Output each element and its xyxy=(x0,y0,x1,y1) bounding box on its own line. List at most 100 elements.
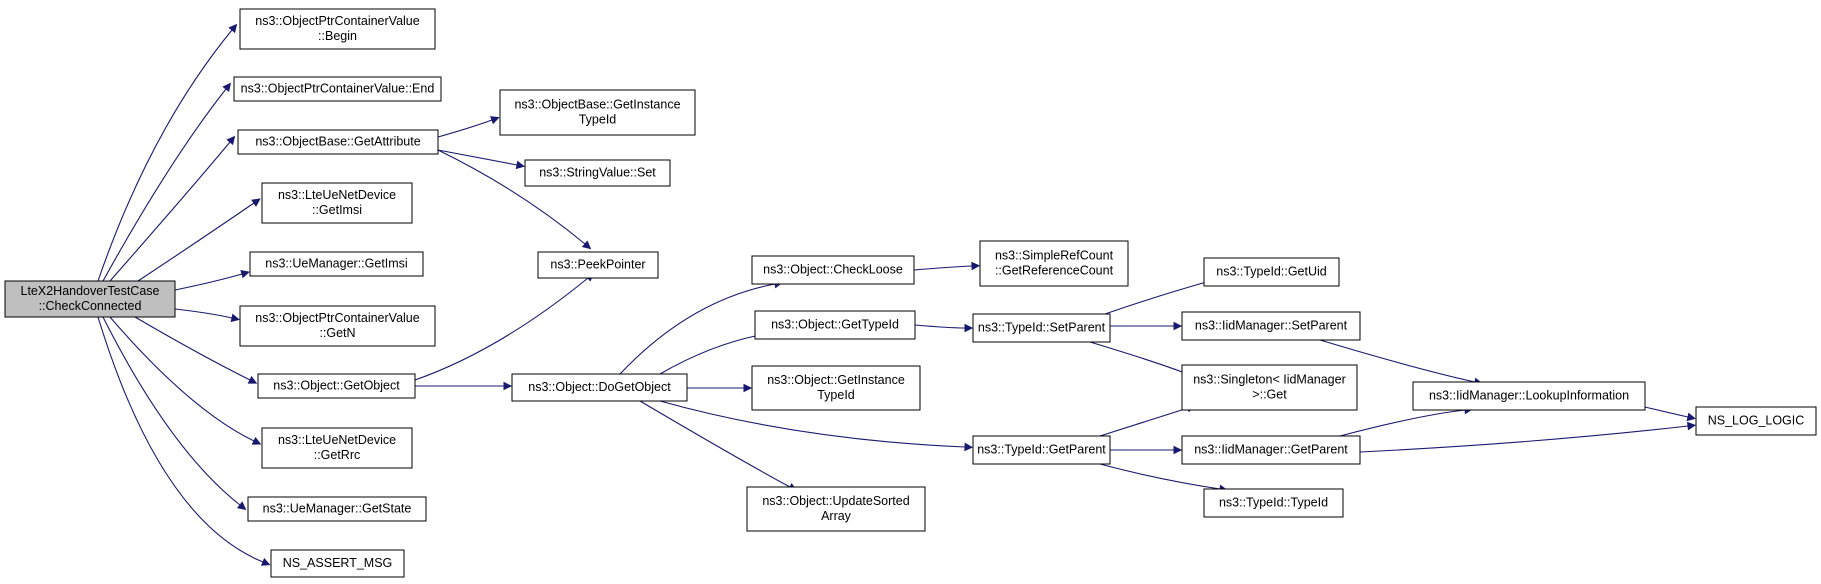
node-label: ns3::TypeId::GetParent xyxy=(977,443,1106,457)
edge-line xyxy=(1339,409,1466,437)
edge-line xyxy=(1099,407,1189,437)
edge-line xyxy=(913,265,973,271)
node-iidget[interactable]: ns3::IidManager::GetParent xyxy=(1181,435,1361,465)
edge-root-to-getattr xyxy=(109,135,236,282)
node-getparent[interactable]: ns3::TypeId::GetParent xyxy=(972,435,1111,465)
edges xyxy=(97,23,1697,566)
node-box xyxy=(1181,435,1361,465)
edge-root-to-assert xyxy=(97,316,271,566)
node-label: ns3::StringValue::Set xyxy=(539,166,656,180)
node-imsi1[interactable]: ns3::LteUeNetDevice::GetImsi xyxy=(261,182,413,224)
arrowhead-icon xyxy=(964,442,974,452)
node-refcount[interactable]: ns3::SimpleRefCount::GetReferenceCount xyxy=(979,240,1129,287)
node-box xyxy=(1203,257,1340,287)
edge-line xyxy=(1644,406,1689,418)
arrowhead-icon xyxy=(240,269,250,279)
node-label: ::GetImsi xyxy=(312,203,362,217)
arrowhead-icon xyxy=(251,198,261,207)
node-strset[interactable]: ns3::StringValue::Set xyxy=(524,159,671,187)
node-peek[interactable]: ns3::PeekPointer xyxy=(537,251,659,279)
node-label: ns3::Object::GetTypeId xyxy=(771,318,899,332)
node-getn[interactable]: ns3::ObjectPtrContainerValue::GetN xyxy=(239,305,436,347)
edge-getparent-to-iidget xyxy=(1109,445,1183,455)
node-iidset[interactable]: ns3::IidManager::SetParent xyxy=(1181,311,1361,341)
node-box xyxy=(1181,364,1358,411)
edge-line xyxy=(1099,463,1221,490)
edge-getobject-to-doget xyxy=(415,381,513,391)
node-singleton[interactable]: ns3::Singleton< IidManager>::Get xyxy=(1181,364,1358,411)
edge-doget-to-usorted xyxy=(639,400,798,491)
edge-root-to-imsi1 xyxy=(137,198,261,282)
node-nslog[interactable]: NS_LOG_LOGIC xyxy=(1695,406,1817,436)
node-box xyxy=(4,280,176,318)
node-getobject[interactable]: ns3::Object::GetObject xyxy=(257,373,416,399)
node-box xyxy=(537,251,659,279)
node-setparent[interactable]: ns3::TypeId::SetParent xyxy=(972,313,1111,343)
node-label: ns3::ObjectBase::GetAttribute xyxy=(255,135,420,149)
node-box xyxy=(237,129,439,155)
node-label: ns3::IidManager::SetParent xyxy=(1195,319,1348,333)
node-getattr[interactable]: ns3::ObjectBase::GetAttribute xyxy=(237,129,439,155)
arrowhead-icon xyxy=(581,240,592,250)
node-typeid[interactable]: ns3::TypeId::TypeId xyxy=(1203,488,1344,518)
edge-line xyxy=(1089,341,1186,374)
node-box xyxy=(239,8,436,50)
arrowhead-icon xyxy=(247,375,258,384)
node-label: ns3::ObjectPtrContainerValue::End xyxy=(241,82,435,96)
node-box xyxy=(270,549,405,578)
edge-getobject-to-peek xyxy=(414,272,595,381)
node-label: ns3::Object::CheckLoose xyxy=(763,263,903,277)
edge-gettypeid-to-setparent xyxy=(914,323,974,333)
node-checkloose[interactable]: ns3::Object::CheckLoose xyxy=(751,255,915,285)
node-box xyxy=(751,255,915,285)
arrowhead-icon xyxy=(515,160,525,170)
node-root[interactable]: LteX2HandoverTestCase::CheckConnected xyxy=(4,280,176,318)
node-gettypeid[interactable]: ns3::Object::GetTypeId xyxy=(754,310,916,340)
node-lookup[interactable]: ns3::IidManager::LookupInformation xyxy=(1412,381,1646,411)
node-label: Array xyxy=(821,509,852,523)
node-assert[interactable]: NS_ASSERT_MSG xyxy=(270,549,405,578)
arrowhead-icon xyxy=(1173,321,1183,331)
node-begin[interactable]: ns3::ObjectPtrContainerValue::Begin xyxy=(239,8,436,50)
arrowhead-icon xyxy=(230,313,240,323)
node-label: ns3::Object::GetInstance xyxy=(767,373,905,387)
node-label: ns3::TypeId::TypeId xyxy=(1219,496,1328,510)
edge-doget-to-getparent xyxy=(659,400,974,452)
edge-line xyxy=(97,316,264,563)
node-label: ::GetN xyxy=(319,326,355,340)
node-label: ns3::TypeId::GetUid xyxy=(1216,265,1327,279)
node-box xyxy=(233,76,442,102)
node-box xyxy=(754,310,916,340)
edge-getparent-to-typeid xyxy=(1099,463,1229,494)
arrowhead-icon xyxy=(971,261,981,271)
edge-line xyxy=(414,277,589,381)
edge-line xyxy=(1319,339,1476,383)
node-box xyxy=(972,313,1111,343)
edge-line xyxy=(659,400,966,448)
edge-line xyxy=(437,149,586,245)
node-imsi2[interactable]: ns3::UeManager::GetImsi xyxy=(249,251,424,277)
edge-line xyxy=(109,141,231,282)
node-getrrc[interactable]: ns3::LteUeNetDevice::GetRrc xyxy=(261,427,413,469)
edge-iidget-to-lookup xyxy=(1339,405,1474,437)
node-label: TypeId xyxy=(579,113,617,127)
node-getuid[interactable]: ns3::TypeId::GetUid xyxy=(1203,257,1340,287)
node-label: ::GetRrc xyxy=(314,448,361,462)
arrowhead-icon xyxy=(236,501,247,511)
node-label: ns3::Object::DoGetObject xyxy=(528,380,671,394)
node-doget[interactable]: ns3::Object::DoGetObject xyxy=(511,373,688,402)
node-getstate[interactable]: ns3::UeManager::GetState xyxy=(247,496,427,522)
edge-getattr-to-obinst xyxy=(437,116,500,138)
node-label: ns3::TypeId::SetParent xyxy=(978,321,1106,335)
node-end[interactable]: ns3::ObjectPtrContainerValue::End xyxy=(233,76,442,102)
edge-line xyxy=(97,29,233,282)
node-box xyxy=(511,373,688,402)
node-label: >::Get xyxy=(1252,388,1287,402)
arrowhead-icon xyxy=(251,436,262,445)
edge-line xyxy=(639,400,791,488)
node-label: ns3::LteUeNetDevice xyxy=(278,433,396,447)
